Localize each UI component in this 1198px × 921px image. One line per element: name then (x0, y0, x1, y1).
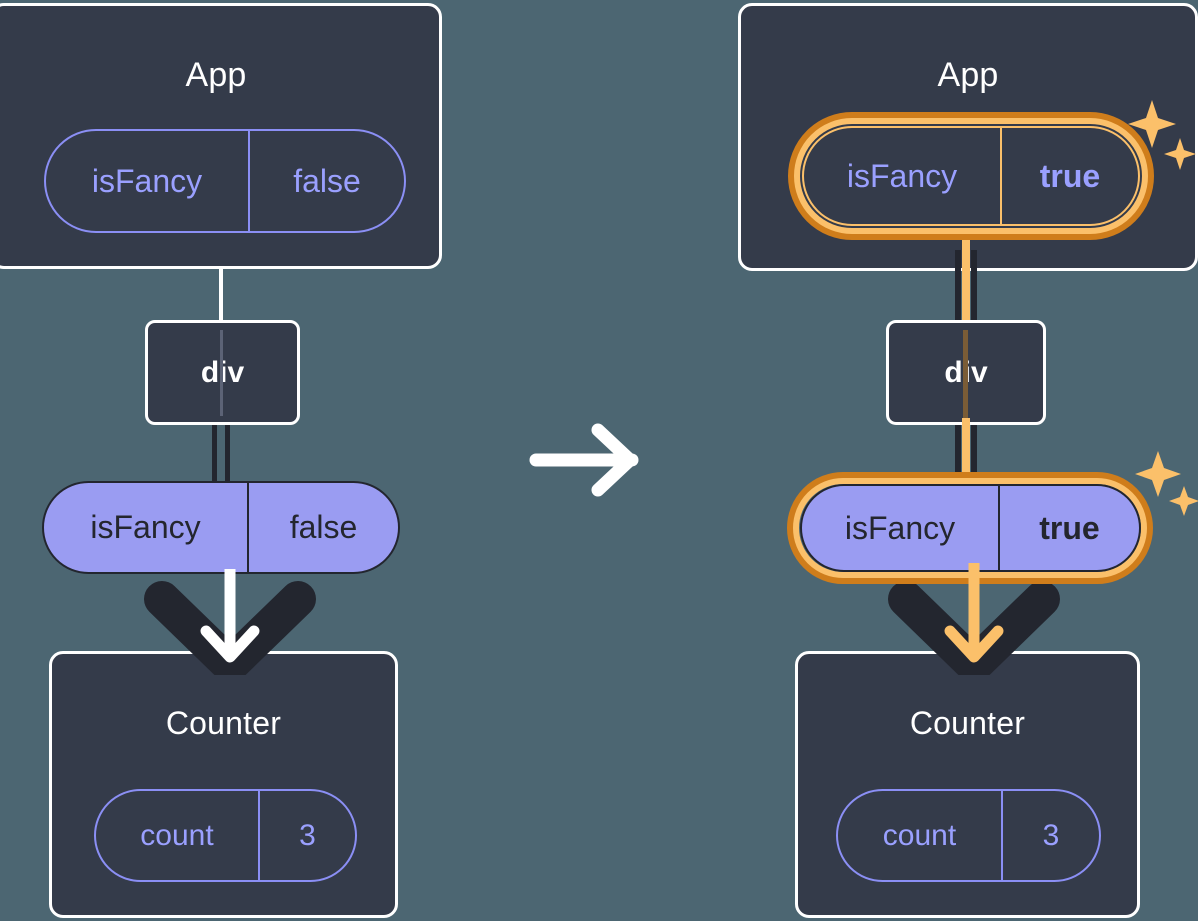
state-pill-count-key-before: count (140, 818, 214, 852)
prop-pill-isfancy-before: isFancy false (42, 481, 400, 574)
component-title-app-before: App (185, 56, 247, 94)
prop-pill-value-before: false (247, 483, 398, 572)
sparkle-icon-app-after (1128, 100, 1196, 170)
connector-div-to-prop-dark-left-after (955, 418, 961, 490)
state-pill-count-before: count 3 (94, 789, 357, 882)
component-title-app-after: App (937, 56, 999, 94)
state-pill-value-before: false (248, 131, 404, 231)
state-pill-isfancy-after: isFancy true (802, 126, 1140, 226)
prop-pill-key-after: isFancy (844, 509, 956, 546)
component-box-counter-after: Counter count 3 (795, 651, 1140, 918)
prop-pill-key-before: isFancy (90, 509, 201, 545)
connector-through-div-before (220, 330, 223, 416)
component-title-counter-after: Counter (909, 705, 1026, 741)
connector-app-to-div-dark-right-after (971, 250, 977, 330)
state-pill-count-after: count 3 (836, 789, 1101, 882)
arrow-chevron-dark-before (144, 581, 316, 675)
arrow-chevron-dark-after (888, 581, 1060, 675)
connector-div-to-prop-dark-right-after (971, 418, 977, 490)
connector-app-to-div-dark-left-after (955, 250, 961, 330)
state-pill-count-key-after: count (882, 818, 957, 852)
connector-through-div-after (963, 330, 968, 418)
state-pill-isfancy-before: isFancy false (44, 129, 406, 233)
sparkle-icon-prop-after (1135, 451, 1198, 516)
component-box-app-before: App isFancy false (0, 3, 442, 269)
arrow-down-icon-before (200, 569, 260, 663)
arrow-down-icon-after (944, 563, 1004, 663)
connector-div-to-prop-right-before (225, 420, 230, 490)
state-pill-count-value-after: 3 (1001, 791, 1099, 880)
state-pill-key-before: isFancy (91, 162, 203, 199)
arrow-right-icon (529, 423, 639, 497)
component-box-counter-before: Counter count 3 (49, 651, 398, 918)
prop-pill-value-after: true (998, 486, 1139, 570)
state-pill-count-value-before: 3 (258, 791, 355, 880)
state-pill-key-after: isFancy (846, 157, 958, 194)
highlight-ring-outer-app-after (788, 112, 1154, 240)
connector-div-to-prop-left-before (212, 420, 217, 490)
highlight-ring-inner-app-after (794, 118, 1148, 234)
component-title-counter-before: Counter (165, 705, 282, 741)
connector-app-to-div-amber-after (962, 232, 970, 330)
state-pill-value-after: true (1000, 128, 1138, 224)
prop-pill-isfancy-after: isFancy true (800, 484, 1141, 572)
connector-div-to-prop-amber-after (962, 418, 970, 492)
connector-app-to-div-before (219, 250, 223, 328)
